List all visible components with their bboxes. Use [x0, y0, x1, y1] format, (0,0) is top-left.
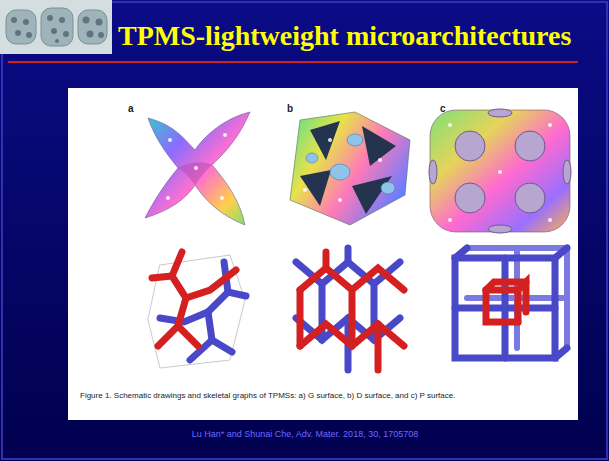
panel-letter: b [287, 103, 293, 114]
figure-panel [68, 88, 578, 420]
d-skeletal-graph [296, 248, 404, 370]
citation-text: Lu Han* and Shunai Che, Adv. Mater. 2018… [192, 430, 419, 440]
g-skeletal-graph [148, 252, 246, 368]
figure-caption: Figure 1. Schematic drawings and skeleta… [80, 391, 455, 401]
d-surface [290, 112, 410, 225]
title-underline [8, 61, 578, 63]
thumbnail-photo [0, 0, 112, 54]
g-surface [145, 112, 250, 225]
slide-title: TPMS-lightweight microarchitectures [118, 22, 571, 50]
p-surface [429, 109, 571, 233]
panel-letter: c [440, 103, 446, 114]
panel-letter: a [128, 103, 134, 114]
p-skeletal-graph [455, 248, 567, 358]
